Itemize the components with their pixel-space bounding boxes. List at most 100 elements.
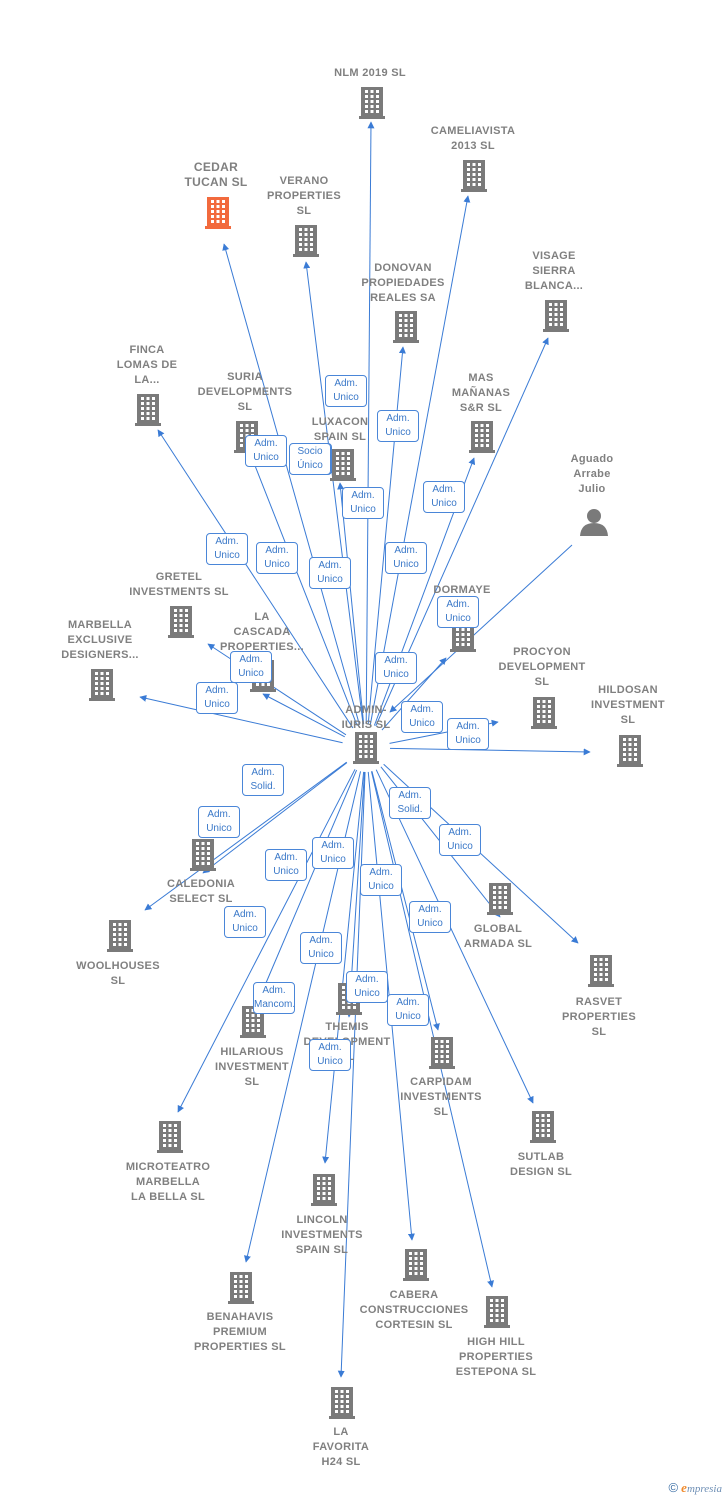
building-icon[interactable] (190, 839, 216, 871)
building-icon[interactable] (588, 955, 614, 987)
role-badge-gretel[interactable]: Adm.Unico (309, 557, 351, 589)
footer-brand[interactable]: © empresia (669, 1480, 722, 1496)
building-icon[interactable] (531, 697, 557, 729)
building-icon[interactable] (228, 1272, 254, 1304)
node-label-line: DESIGNERS... (61, 649, 139, 661)
building-icon[interactable] (168, 606, 194, 638)
building-icon[interactable] (157, 1121, 183, 1153)
role-badge-global[interactable]: Adm.Solid. (389, 787, 431, 819)
role-badge-text: Unico (238, 668, 264, 679)
building-icon[interactable] (329, 1387, 355, 1419)
person-icon[interactable] (580, 509, 608, 536)
role-badge-woolhouses[interactable]: Adm.Unico (198, 806, 240, 838)
role-badge-sutlab[interactable]: Adm.Unico (409, 901, 451, 933)
role-badge-dormaye[interactable]: Adm.Unico (375, 652, 417, 684)
role-badge-cascada[interactable]: Adm.Unico (230, 651, 272, 683)
building-icon[interactable] (461, 160, 487, 192)
building-icon[interactable] (107, 920, 133, 952)
role-badge-hilarious[interactable]: Adm.Unico (224, 906, 266, 938)
role-badge-highhill[interactable]: Adm.Unico (387, 994, 429, 1026)
role-badge-carpidam[interactable]: Adm.Unico (360, 864, 402, 896)
building-icon[interactable] (484, 1296, 510, 1328)
role-badge-finca[interactable]: Adm.Unico (206, 533, 248, 565)
role-badge-text: Adm. (369, 867, 393, 878)
role-badge-mas[interactable]: Adm.Unico (385, 542, 427, 574)
role-badge-themis[interactable]: Adm.Unico (312, 837, 354, 869)
building-icon[interactable] (89, 669, 115, 701)
edge-lincoln (322, 771, 365, 1164)
building-icon[interactable] (469, 421, 495, 453)
role-badge-cedar[interactable]: Adm.Unico (245, 435, 287, 467)
role-badge-cameliavista[interactable]: Adm.Unico (377, 410, 419, 442)
role-badge-favorita[interactable]: Adm.Unico (309, 1039, 351, 1071)
center-building-icon[interactable] (353, 732, 379, 764)
role-badge-text: Unico (417, 918, 443, 929)
role-badge-visage[interactable]: Adm.Unico (423, 481, 465, 513)
role-badge-procyon[interactable]: Adm.Unico (401, 701, 443, 733)
building-icon[interactable] (543, 300, 569, 332)
role-badge-suria[interactable]: Adm.Unico (256, 542, 298, 574)
role-badge-lincoln[interactable]: Adm.Unico (300, 932, 342, 964)
edge-hilarious (259, 769, 358, 998)
role-badge-cabera[interactable]: Adm.Unico (346, 971, 388, 1003)
role-badge-text: Unico (204, 699, 230, 710)
building-icon[interactable] (205, 197, 231, 229)
building-icon[interactable] (530, 1111, 556, 1143)
role-badge-hildosan[interactable]: Adm.Unico (447, 718, 489, 750)
building-icon[interactable] (330, 449, 356, 481)
role-badge-caledonia[interactable]: Adm.Solid. (242, 764, 284, 796)
node-label-nlm[interactable]: NLM 2019 SL (310, 66, 430, 81)
role-badge-aguado[interactable]: Adm.Unico (437, 596, 479, 628)
role-badge-microteatro[interactable]: Adm.Unico (265, 849, 307, 881)
role-badge-donovan[interactable]: Adm.Unico (342, 487, 384, 519)
building-icon[interactable] (359, 87, 385, 119)
role-badge-marbella[interactable]: Adm. Unico (196, 682, 238, 714)
building-icon[interactable] (135, 394, 161, 426)
role-badge-text: Adm. (205, 685, 229, 696)
node-label-center[interactable]: ADMIN-IURIS SL (306, 703, 426, 733)
node-label-line: PROPERTIES (267, 190, 341, 202)
node-label-line: LA... (134, 374, 160, 386)
node-label-line: DORMAYE (433, 584, 491, 596)
role-badge-benahavis[interactable]: Adm.Mancom. (253, 982, 295, 1014)
building-icon[interactable] (403, 1249, 429, 1281)
building-icon[interactable] (487, 883, 513, 915)
building-icon[interactable] (393, 311, 419, 343)
building-icon[interactable] (311, 1174, 337, 1206)
role-badge-rasvet[interactable]: Adm.Unico (439, 824, 481, 856)
building-icon[interactable] (429, 1037, 455, 1069)
role-badge-nlm[interactable]: Adm.Unico (325, 375, 367, 407)
building-icon[interactable] (293, 225, 319, 257)
building-icon[interactable] (617, 735, 643, 767)
edge-hildosan (389, 747, 591, 756)
